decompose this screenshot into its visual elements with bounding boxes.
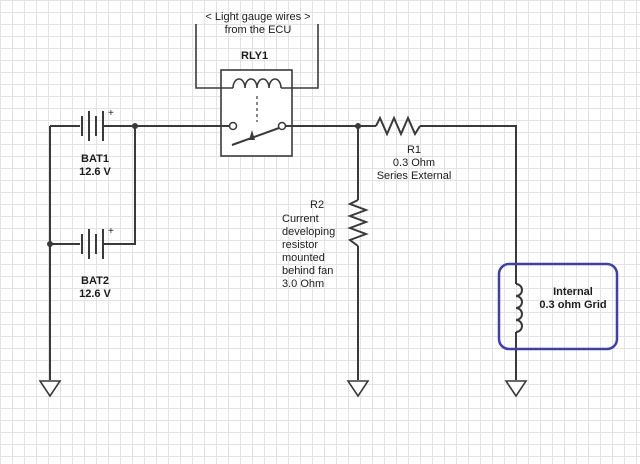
bat1-label: BAT1 12.6 V — [66, 153, 124, 179]
wire-battery-link — [104, 126, 136, 245]
r2-desc-line: Current — [282, 213, 319, 225]
coil-highlight-box — [497, 262, 619, 351]
bat2-voltage: 12.6 V — [79, 288, 111, 300]
bat2-plus-mark: + — [108, 226, 114, 237]
relay-rly1 — [195, 24, 319, 157]
resistor-r2-symbol — [347, 199, 369, 247]
r1-label: R1 0.3 Ohm Series External — [360, 144, 468, 183]
junction-dot-bat1 — [132, 123, 138, 129]
battery-bat1-symbol — [81, 111, 104, 141]
ground-symbol-right — [504, 380, 528, 398]
r2-desc: Current developing resistor mounted behi… — [282, 213, 335, 291]
bat1-voltage: 12.6 V — [79, 166, 111, 178]
r2-desc-line: 3.0 Ohm — [282, 278, 325, 290]
ecu-wires-line2: from the ECU — [224, 24, 292, 36]
resistor-r1-symbol — [375, 115, 421, 137]
r1-name: R1 — [406, 144, 422, 156]
ecu-wires-line1: < Light gauge wires > — [205, 11, 311, 23]
bat2-name: BAT2 — [81, 275, 109, 287]
bat1-plus-mark: + — [108, 108, 114, 119]
r2-desc-line: mounted — [282, 252, 325, 264]
ground-symbol-middle — [346, 380, 370, 398]
coil-label-line2: 0.3 ohm Grid — [539, 299, 607, 311]
ecu-wires-label: < Light gauge wires > from the ECU — [190, 11, 326, 37]
coil-label: Internal 0.3 ohm Grid — [530, 286, 616, 312]
wire-top-bus — [50, 125, 517, 265]
bat2-label: BAT2 12.6 V — [66, 275, 124, 301]
bat1-name: BAT1 — [81, 153, 109, 165]
ground-symbol-left — [38, 380, 62, 398]
relay-name-label: RLY1 — [241, 50, 269, 62]
coil-label-line1: Internal — [553, 286, 593, 298]
r2-desc-line: behind fan — [282, 265, 334, 277]
r1-value: 0.3 Ohm — [392, 157, 436, 169]
r2-name: R2 — [310, 199, 325, 211]
ignition-coil-symbol — [515, 265, 523, 380]
r1-desc: Series External — [376, 170, 452, 182]
junction-dot-bat2 — [47, 241, 53, 247]
r2-desc-line: resistor — [282, 239, 319, 251]
r2-desc-line: developing — [282, 226, 336, 238]
battery-bat2-symbol — [81, 229, 104, 259]
